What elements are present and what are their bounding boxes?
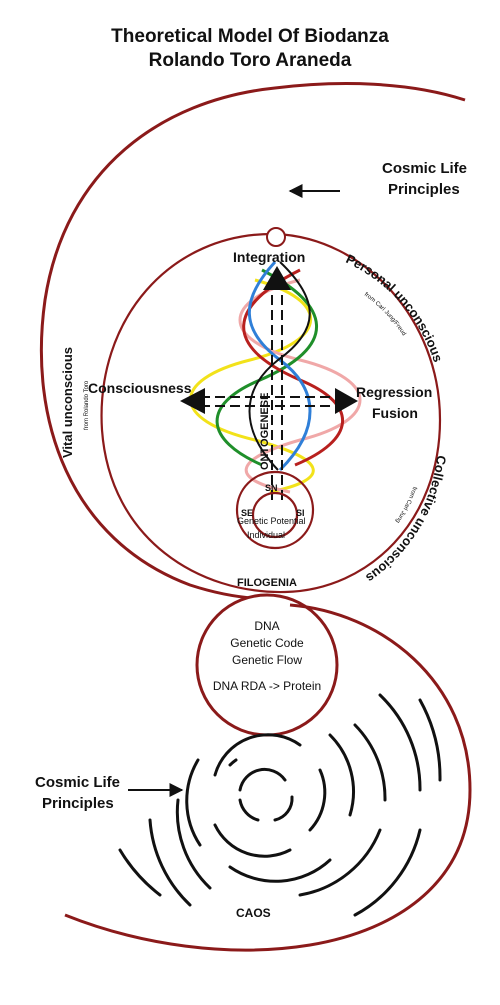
label-vital-unconscious: Vital unconscious <box>60 347 75 458</box>
label-dna-rda: DNA RDA -> Protein <box>213 679 321 693</box>
label-fusion: Fusion <box>372 405 418 421</box>
inner-ring <box>100 232 442 594</box>
diagram-title: Theoretical Model Of Biodanza <box>111 26 389 47</box>
label-genetic-code: Genetic Code <box>230 636 304 650</box>
label-caos: CAOS <box>236 906 271 920</box>
helix <box>189 260 362 494</box>
label-genetic-flow: Genetic Flow <box>232 653 302 667</box>
label-personal-unconscious: Personal unconscious <box>344 251 446 364</box>
label-se: SE <box>241 508 253 518</box>
label-consciousness: Consciousness <box>88 380 192 396</box>
label-regression: Regression <box>356 384 432 400</box>
outer-lower-spiral <box>64 603 472 952</box>
genetic-potential-circles <box>235 470 315 550</box>
vertical-axis <box>263 266 291 500</box>
label-cosmic-bottom-2: Principles <box>42 795 114 812</box>
outer-upper-spiral <box>39 82 466 601</box>
label-integration: Integration <box>233 249 305 265</box>
label-dna: DNA <box>254 619 279 633</box>
label-sn: SN <box>265 483 278 493</box>
label-cosmic-top-2: Principles <box>388 181 460 198</box>
chaos-arcs <box>118 693 442 917</box>
label-individual: Individual <box>247 530 285 540</box>
label-cosmic-bottom-1: Cosmic Life <box>35 774 120 791</box>
label-filogenia: FILOGENIA <box>237 577 297 589</box>
integration-node <box>266 227 286 247</box>
diagram-subtitle: Rolando Toro Araneda <box>148 50 352 71</box>
label-ontogenese: ONTOGENESE <box>259 393 271 470</box>
horizontal-axis <box>180 388 358 414</box>
label-collective-unconscious: Collective unconscious <box>363 455 449 586</box>
label-si: SI <box>296 508 305 518</box>
label-vital-source: from Rolando Toro <box>84 380 90 430</box>
label-cosmic-top-1: Cosmic Life <box>382 160 467 177</box>
label-genetic-potential: Genetic Potential <box>237 516 306 526</box>
